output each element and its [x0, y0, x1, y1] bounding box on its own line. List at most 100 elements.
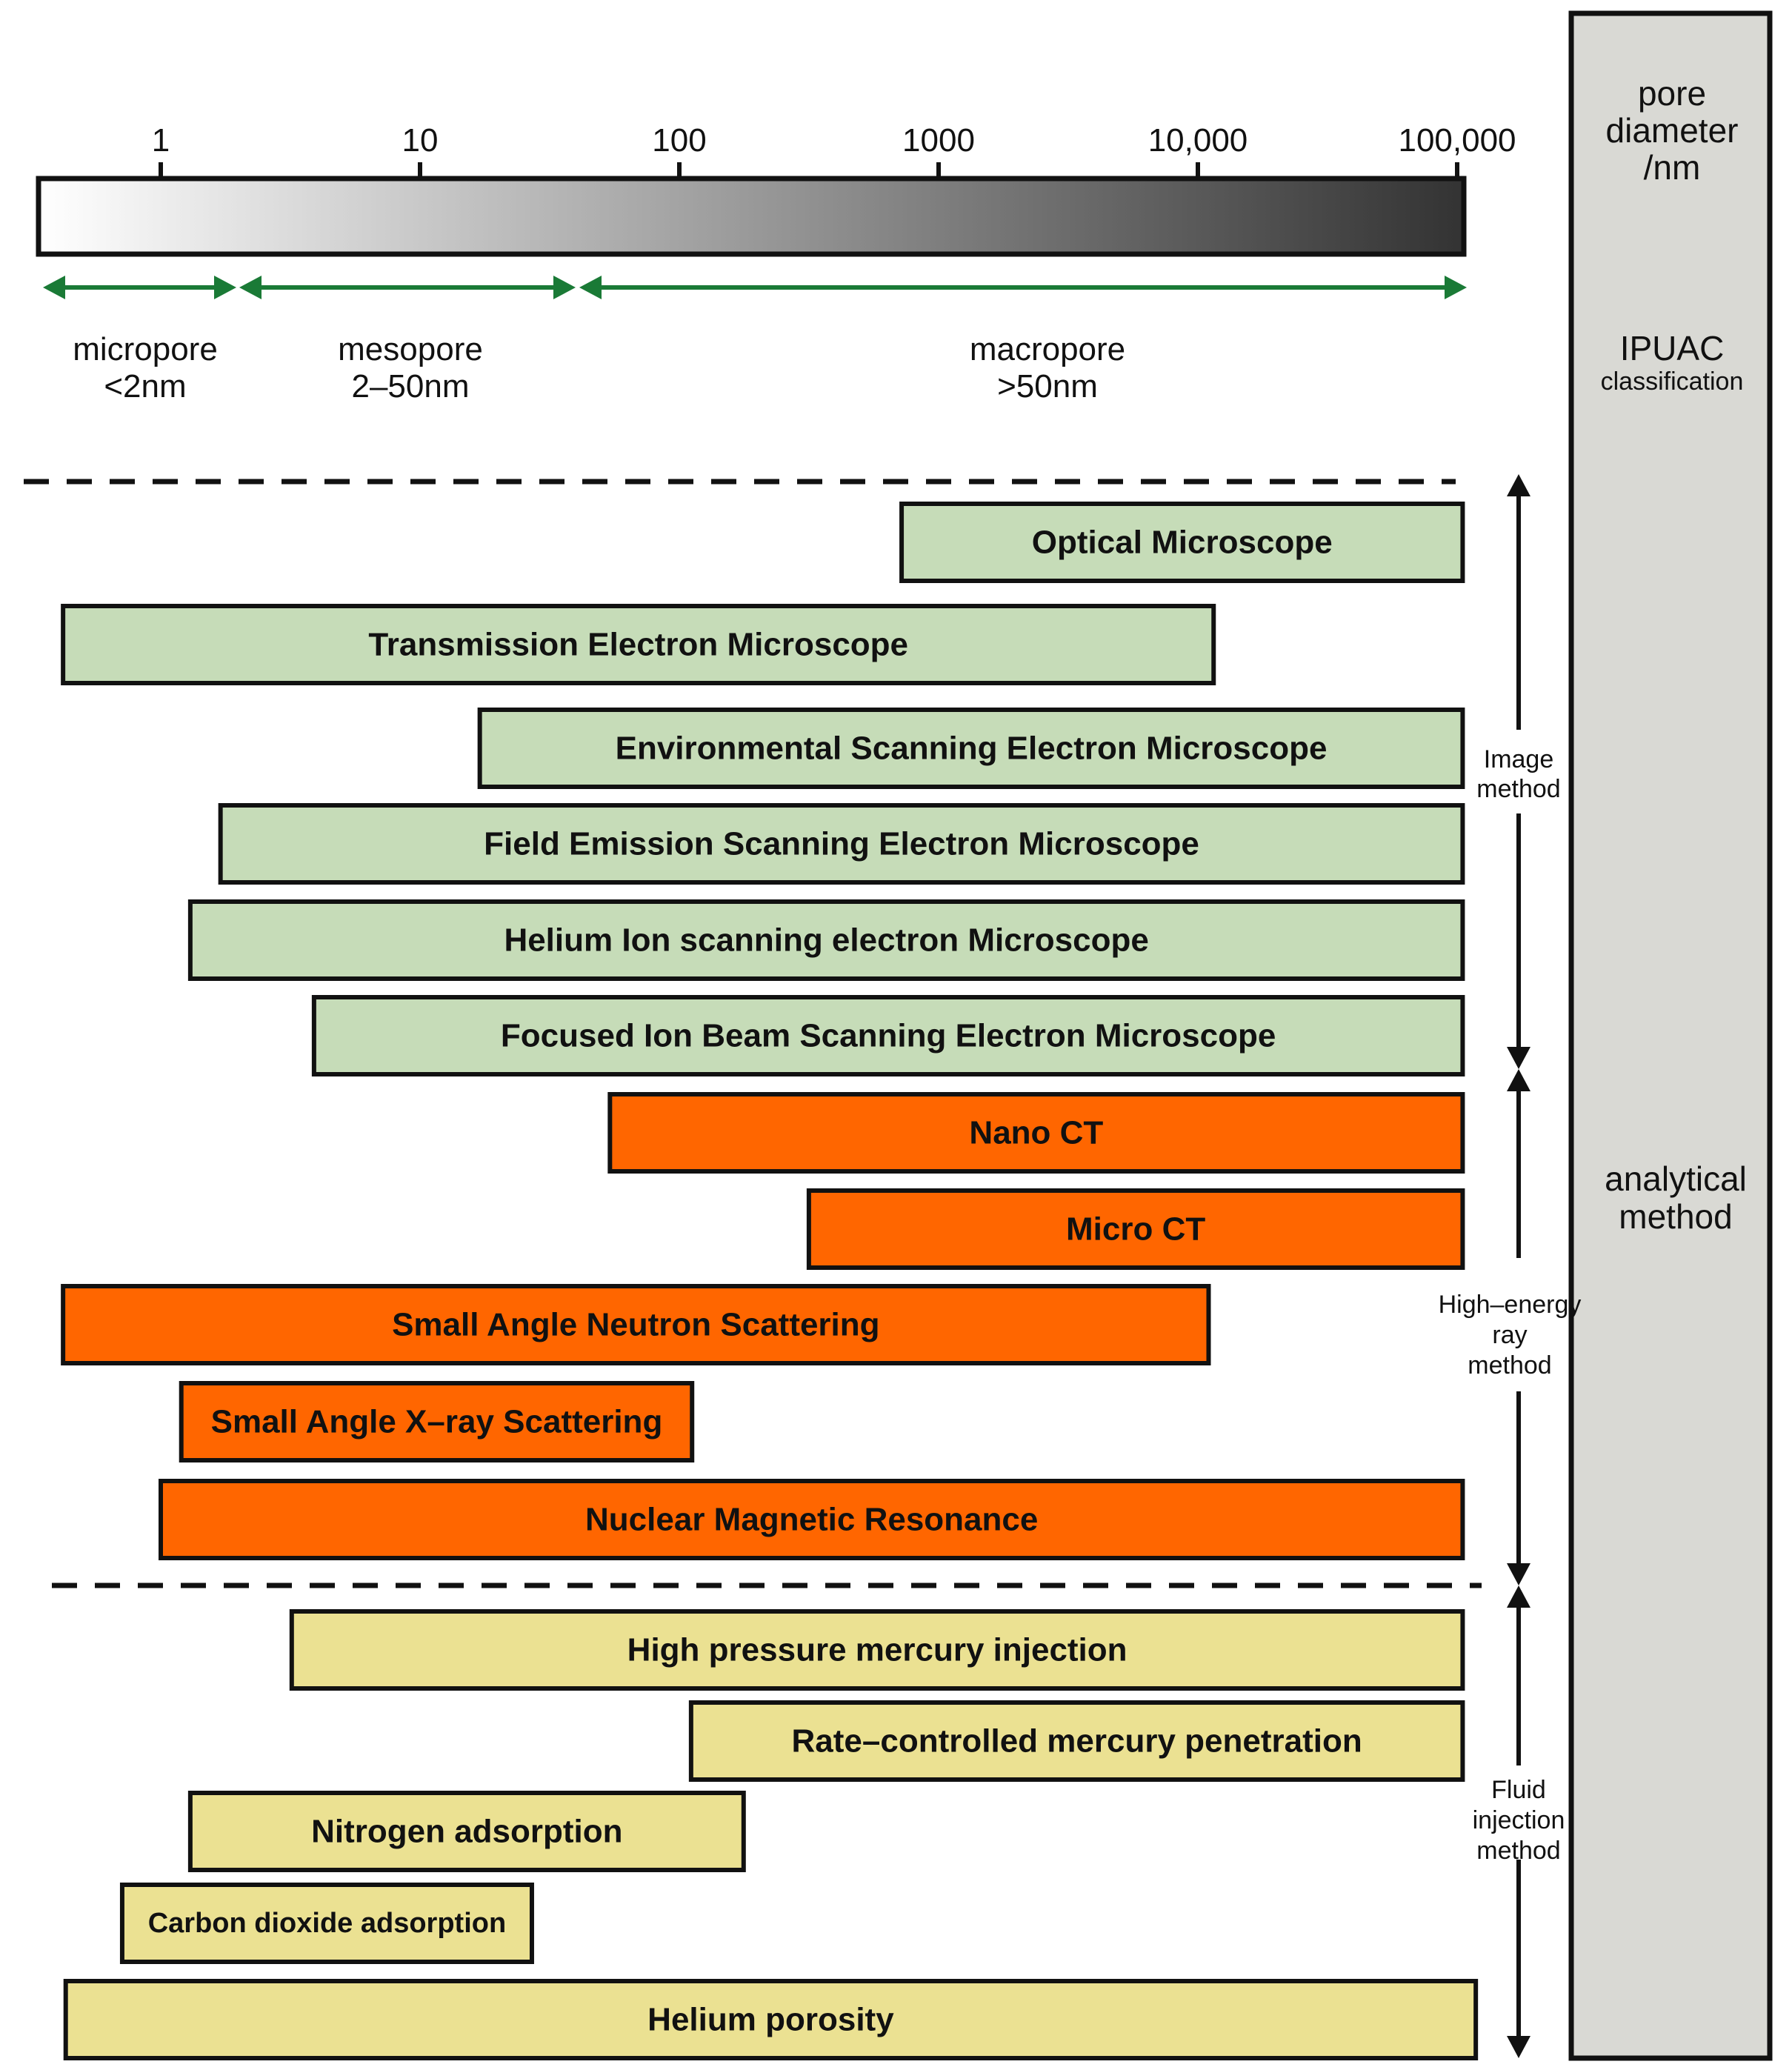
tick-label-1: 1 [152, 122, 170, 159]
panel-title-line-1: pore [1638, 74, 1706, 113]
pore-class-name: mesopore [338, 331, 483, 367]
arrowhead-right-icon [553, 276, 576, 299]
bar-focused-ion-beam-scanning-electron-microscope: Focused Ion Beam Scanning Electron Micro… [311, 995, 1465, 1076]
arrowhead-left-icon [43, 276, 65, 299]
bar-rect [311, 995, 1465, 1076]
bar-helium-porosity: Helium porosity [63, 1979, 1479, 2060]
arrowhead-up-icon [1507, 1585, 1530, 1608]
bar-label: Nano CT [969, 1115, 1103, 1151]
bar-label: Focused Ion Beam Scanning Electron Micro… [501, 1018, 1276, 1054]
ipuac-label: IPUAC [1620, 329, 1725, 367]
bar-rect [187, 1791, 746, 1872]
bar-small-angle-x-ray-scattering: Small Angle X–ray Scattering [179, 1381, 695, 1462]
side-panel-box [1568, 10, 1773, 2061]
arrowhead-down-icon [1507, 1563, 1530, 1585]
tick-label-10-000: 10,000 [1148, 122, 1248, 159]
bar-label: Nuclear Magnetic Resonance [585, 1502, 1038, 1538]
bar-rect [187, 899, 1465, 981]
bar-rect [119, 1883, 534, 1964]
group-label-line: Image [1484, 745, 1554, 773]
bar-helium-ion-scanning-electron-microscope: Helium Ion scanning electron Microscope [187, 899, 1465, 981]
pore-class-range: <2nm [104, 368, 186, 405]
bar-label: Transmission Electron Microscope [368, 627, 908, 663]
arrowhead-right-icon [214, 276, 236, 299]
arrowhead-down-icon [1507, 1047, 1530, 1069]
bar-label: Helium porosity [647, 2002, 894, 2038]
group-label-line: method [1468, 1351, 1551, 1380]
group-label-line: High–energy [1439, 1291, 1582, 1319]
bar-label: Nitrogen adsorption [311, 1814, 622, 1850]
bar-rect [61, 1284, 1211, 1365]
analytical-method-line-1: analytical [1605, 1159, 1747, 1198]
group-label-line: ray [1492, 1321, 1527, 1349]
bar-nuclear-magnetic-resonance: Nuclear Magnetic Resonance [159, 1479, 1465, 1560]
arrowhead-right-icon [1445, 276, 1467, 299]
bar-label: Small Angle Neutron Scattering [392, 1307, 879, 1343]
classification-label: classification [1601, 367, 1744, 396]
pore-class-micropore: micropore<2nm [43, 276, 236, 405]
bar-rect [688, 1700, 1465, 1782]
bar-carbon-dioxide-adsorption: Carbon dioxide adsorption [119, 1883, 534, 1964]
bar-label: Small Angle X–ray Scattering [211, 1404, 663, 1440]
tick-label-1000: 1000 [902, 122, 975, 159]
pore-size-scale: 1 10 100 1000 10,000 100,000 [36, 122, 1516, 257]
bar-small-angle-neutron-scattering: Small Angle Neutron Scattering [61, 1284, 1211, 1365]
bar-rect [159, 1479, 1465, 1560]
axis-ticks: 1 10 100 1000 10,000 100,000 [152, 122, 1516, 179]
tick-label-100: 100 [652, 122, 706, 159]
arrowhead-left-icon [239, 276, 262, 299]
analytical-method-line-2: method [1619, 1197, 1732, 1236]
bar-rect [607, 1092, 1465, 1174]
bar-nitrogen-adsorption: Nitrogen adsorption [187, 1791, 746, 1872]
group-label-line: injection [1473, 1806, 1565, 1834]
arrowhead-up-icon [1507, 474, 1530, 496]
bar-rect [63, 1979, 1479, 2060]
tick-label-100-000: 100,000 [1398, 122, 1516, 159]
bar-label: High pressure mercury injection [627, 1632, 1128, 1668]
pore-class-range: >50nm [997, 368, 1098, 405]
tick-label-10: 10 [402, 122, 439, 159]
bar-rect [218, 803, 1465, 885]
arrowhead-up-icon [1507, 1069, 1530, 1091]
pore-class-name: micropore [73, 331, 218, 367]
bar-rate-controlled-mercury-penetration: Rate–controlled mercury penetration [688, 1700, 1465, 1782]
gradient-scale-bar [36, 176, 1467, 257]
bar-label: Helium Ion scanning electron Microscope [504, 922, 1148, 959]
bar-rect [179, 1381, 695, 1462]
bar-rect [899, 502, 1465, 583]
group-arrows: ImagemethodHigh–energyraymethodFluidinje… [1439, 474, 1582, 2058]
arrowhead-down-icon [1507, 2036, 1530, 2058]
bar-micro-ct: Micro CT [806, 1188, 1465, 1270]
panel-title-line-3: /nm [1644, 148, 1701, 187]
bar-label: Rate–controlled mercury penetration [792, 1723, 1362, 1760]
pore-class-name: macropore [970, 331, 1125, 367]
bar-rect [289, 1609, 1465, 1691]
side-panel: pore diameter /nm IPUAC classification a… [1568, 10, 1773, 2061]
bar-label: Carbon dioxide adsorption [148, 1908, 506, 1939]
pore-class-macropore: macropore>50nm [579, 276, 1467, 405]
bar-field-emission-scanning-electron-microscope: Field Emission Scanning Electron Microsc… [218, 803, 1465, 885]
pore-classes: micropore<2nmmesopore2–50nmmacropore>50n… [43, 276, 1467, 405]
panel-title-line-2: diameter [1606, 111, 1739, 150]
bar-label: Micro CT [1066, 1211, 1205, 1248]
group-label-line: method [1476, 1837, 1560, 1865]
arrowhead-left-icon [579, 276, 602, 299]
pore-class-range: 2–50nm [351, 368, 469, 405]
bar-transmission-electron-microscope: Transmission Electron Microscope [61, 604, 1216, 685]
bar-high-pressure-mercury-injection: High pressure mercury injection [289, 1609, 1465, 1691]
bar-rect [477, 708, 1465, 789]
bar-label: Environmental Scanning Electron Microsco… [616, 731, 1328, 767]
group-label-line: Fluid [1491, 1776, 1546, 1804]
bar-label: Field Emission Scanning Electron Microsc… [484, 826, 1199, 862]
bar-optical-microscope: Optical Microscope [899, 502, 1465, 583]
bar-rect [61, 604, 1216, 685]
group-label-line: method [1476, 775, 1560, 803]
bar-nano-ct: Nano CT [607, 1092, 1465, 1174]
bar-label: Optical Microscope [1032, 525, 1333, 561]
